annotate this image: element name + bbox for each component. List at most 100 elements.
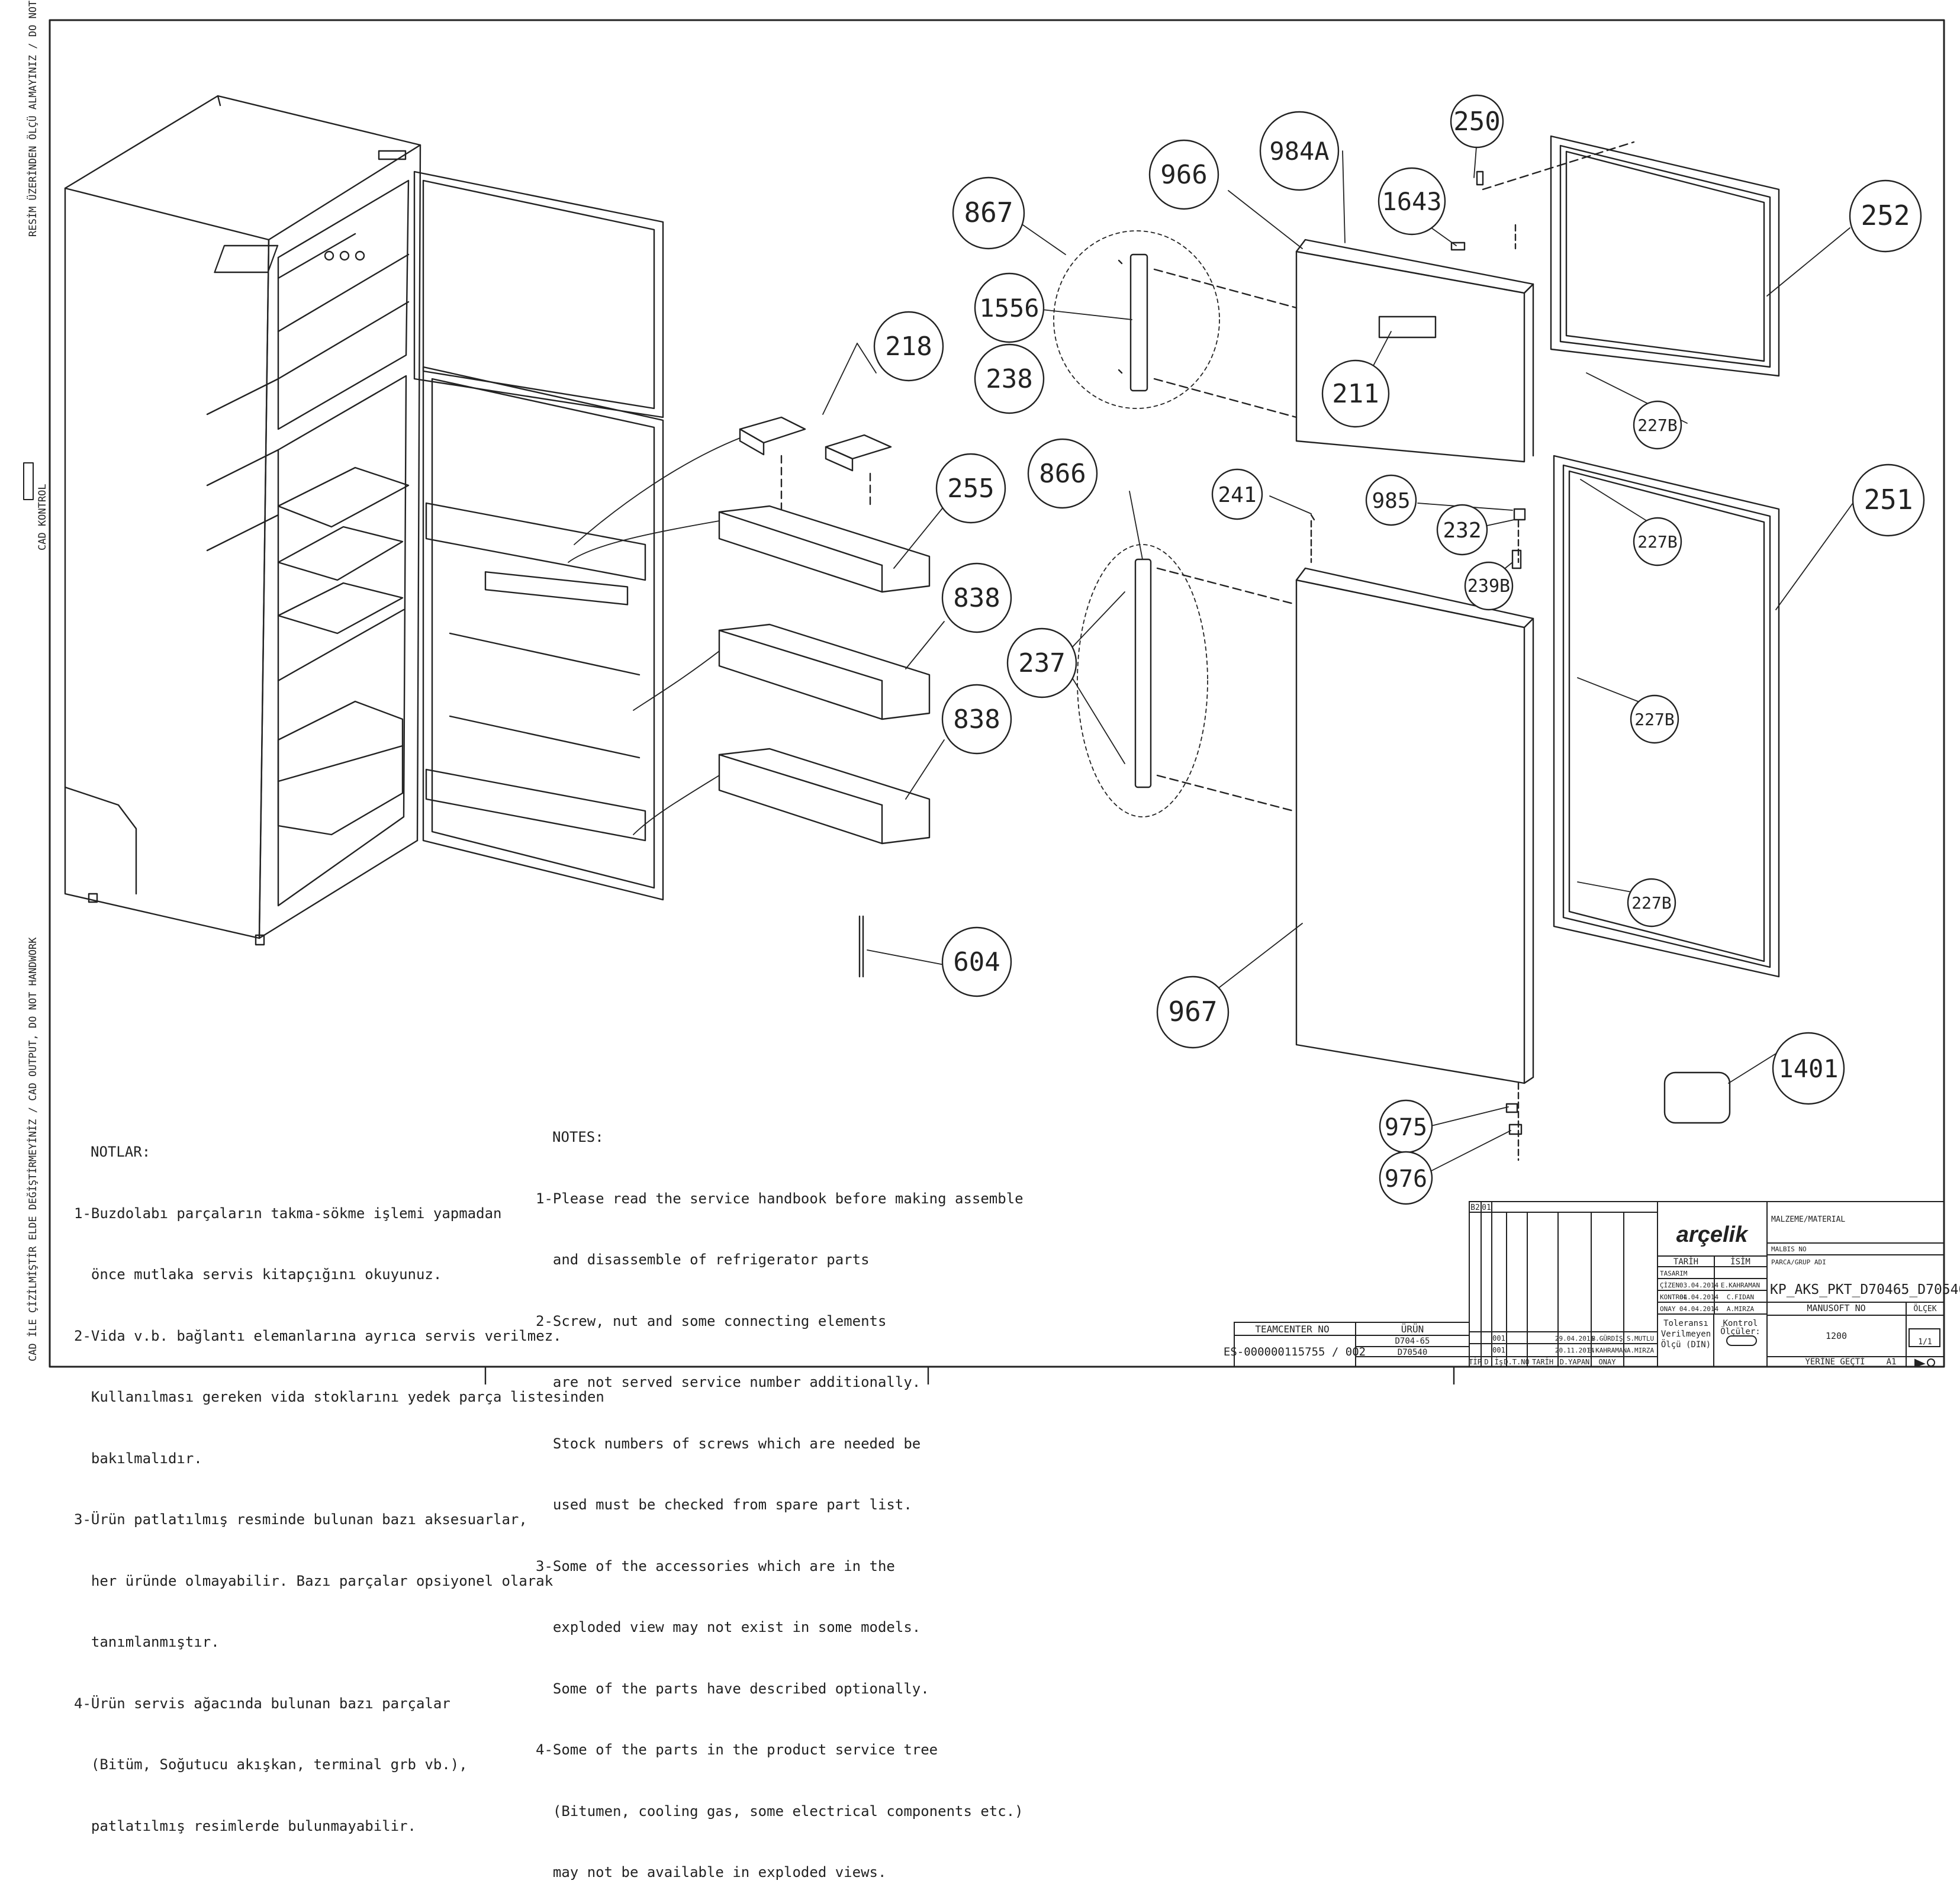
svg-text:D.YAPAN: D.YAPAN [1560,1358,1590,1366]
svg-text:227B: 227B [1631,893,1671,913]
exploded-view-drawing: 250 984A 966 1643 252 867 1556 238 218 2… [23,19,1960,1384]
svg-text:D: D [1484,1358,1488,1366]
notes-turkish-line: Kullanılması gereken vida stoklarını yed… [74,1389,604,1405]
svg-text:ÇİZEN: ÇİZEN [1660,1281,1679,1289]
svg-text:YERİNE GEÇTİ: YERİNE GEÇTİ [1805,1356,1865,1367]
svg-text:227B: 227B [1637,532,1677,552]
callout-227B-4: 227B [1627,878,1676,928]
fridge-gasket [1553,455,1780,978]
svg-text:241: 241 [1218,483,1256,507]
notes-english-line: Stock numbers of screws which are needed… [536,1435,921,1452]
svg-text:255: 255 [947,474,994,504]
kit-part-1401 [1663,1071,1731,1124]
callout-838-2: 838 [941,684,1012,755]
svg-text:E.KAHRAMAN: E.KAHRAMAN [1721,1281,1760,1289]
svg-text:D.T.NO: D.T.NO [1504,1358,1529,1366]
notes-english-line: (Bitumen, cooling gas, some electrical c… [536,1802,1024,1820]
notes-english-line: and disassemble of refrigerator parts [536,1251,870,1268]
svg-text:966: 966 [1160,160,1207,190]
notes-english-line: 3-Some of the accessories which are in t… [536,1557,895,1574]
callout-975: 975 [1379,1099,1433,1154]
callout-227B-2: 227B [1633,517,1682,566]
notes-english-line: 1-Please read the service handbook befor… [536,1190,1024,1207]
notes-english: NOTES: 1-Please read the service handboo… [536,1086,1024,1903]
svg-text:867: 867 [964,197,1013,228]
notes-turkish-line: patlatılmış resimlerde bulunmayabilir. [74,1817,416,1834]
svg-text:238: 238 [986,364,1032,394]
svg-text:250: 250 [1453,107,1500,137]
svg-text:TASARIM: TASARIM [1660,1270,1688,1277]
refrigerator-cabinet [64,95,421,946]
svg-text:S.MUTLU: S.MUTLU [1627,1335,1654,1342]
fridge-door-open [422,366,664,901]
svg-text:Kontrol: Kontrol [1723,1319,1758,1328]
callout-866: 866 [1027,438,1098,509]
svg-text:TİP: TİP [1469,1357,1482,1366]
svg-text:İSİM: İSİM [1730,1256,1750,1267]
svg-text:D704-65: D704-65 [1395,1337,1430,1346]
svg-text:ÖLÇEK: ÖLÇEK [1913,1303,1936,1313]
callout-985: 985 [1365,474,1417,526]
notes-english-title: NOTES: [552,1129,604,1145]
callout-239B: 239B [1464,561,1514,611]
freezer-door-open [413,170,664,418]
svg-text:C.FIDAN: C.FIDAN [1727,1293,1754,1301]
callout-232: 232 [1436,504,1488,556]
notes-english-line: Some of the parts have described optiona… [536,1680,929,1697]
svg-text:İş: İş [1495,1357,1503,1366]
svg-text:MALZEME/MATERIAL: MALZEME/MATERIAL [1771,1215,1845,1224]
door-hardware [1310,141,1635,1161]
svg-text:ÜRÜN: ÜRÜN [1401,1324,1424,1335]
svg-text:866: 866 [1039,459,1086,489]
svg-text:04.04.2014: 04.04.2014 [1679,1305,1719,1313]
notes-english-line: are not served service number additional… [536,1374,921,1390]
svg-text:227B: 227B [1637,416,1677,435]
svg-text:20.11.2014: 20.11.2014 [1555,1347,1595,1354]
notes-turkish-line: tanımlanmıştır. [74,1634,220,1650]
svg-text:251: 251 [1864,484,1913,516]
svg-text:1200: 1200 [1826,1331,1847,1341]
svg-text:A.MIRZA: A.MIRZA [1727,1305,1755,1313]
notes-turkish-line: 3-Ürün patlatılmış resminde bulunan bazı… [74,1511,527,1528]
svg-text:TARİH: TARİH [1673,1256,1698,1267]
notes-english-line: 4-Some of the parts in the product servi… [536,1741,938,1758]
callout-1401: 1401 [1772,1032,1845,1105]
svg-text:29.04.2016: 29.04.2016 [1555,1335,1594,1342]
notes-turkish-line: 2-Vida v.b. bağlantı elemanlarına ayrıca… [74,1327,562,1344]
svg-text:D70540: D70540 [1398,1348,1428,1357]
callout-252: 252 [1849,179,1922,253]
side-text-cad-control: CAD KONTROL [37,484,49,550]
svg-text:1401: 1401 [1778,1054,1838,1083]
svg-text:1/1: 1/1 [1918,1338,1932,1347]
brand-logo: arçelik [1676,1222,1749,1247]
svg-text:B2: B2 [1470,1203,1480,1212]
notes-turkish-title: NOTLAR: [91,1144,151,1160]
svg-text:239B: 239B [1467,576,1510,597]
title-block-text: TEAMCENTER NO ES-000000115755 / 002 ÜRÜN… [1224,1203,1960,1367]
callout-838-1: 838 [941,562,1012,633]
callout-966: 966 [1148,139,1219,210]
svg-text:975: 975 [1385,1114,1427,1141]
svg-text:1643: 1643 [1382,187,1441,216]
door-shelves [568,437,931,845]
notes-turkish-line: önce mutlaka servis kitapçığını okuyunuz… [74,1266,442,1283]
notes-english-line: exploded view may not exist in some mode… [536,1619,921,1635]
svg-text:985: 985 [1372,489,1410,513]
svg-text:TARİH: TARİH [1532,1357,1553,1366]
svg-text:ES-000000115755 / 002: ES-000000115755 / 002 [1224,1345,1366,1358]
svg-text:984A: 984A [1269,137,1329,166]
svg-text:1556: 1556 [979,294,1039,323]
freezer-gasket [1550,135,1780,377]
svg-text:MALBIS NO: MALBIS NO [1771,1245,1807,1253]
callout-250: 250 [1450,94,1504,149]
notes-english-line: used must be checked from spare part lis… [536,1496,912,1513]
freezer-handle-group [1053,230,1298,418]
svg-text:A.MIRZA: A.MIRZA [1627,1347,1655,1354]
notes-turkish-line: (Bitüm, Soğutucu akışkan, terminal grb v… [74,1756,468,1773]
callout-251: 251 [1852,463,1925,537]
svg-text:ONAY: ONAY [1599,1358,1617,1366]
svg-text:KONTROL: KONTROL [1660,1293,1688,1301]
notes-turkish-line: 4-Ürün servis ağacında bulunan bazı parç… [74,1695,450,1712]
svg-text:001: 001 [1492,1346,1505,1354]
svg-text:Ölçüler:: Ölçüler: [1720,1326,1760,1337]
